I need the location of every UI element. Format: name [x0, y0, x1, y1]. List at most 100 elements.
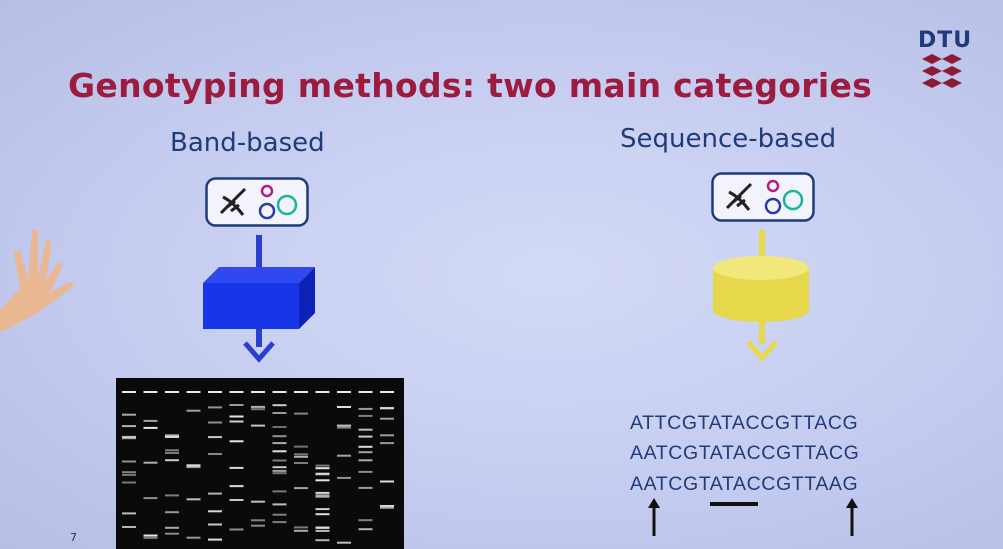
gel-band: [165, 436, 179, 438]
gel-band: [315, 464, 330, 467]
gel-well: [337, 391, 351, 393]
gel-band: [143, 536, 158, 539]
gel-band: [143, 497, 158, 500]
dna-cells-icon: [711, 172, 815, 222]
gel-band: [122, 512, 136, 515]
gel-band: [208, 523, 222, 526]
gel-band: [208, 406, 222, 409]
gel-well: [294, 391, 308, 393]
up-arrow-icon: [846, 498, 858, 536]
gel-band: [122, 526, 136, 528]
gel-band: [380, 506, 394, 509]
gel-band: [272, 459, 287, 462]
gel-band: [143, 461, 158, 464]
gel-band: [337, 454, 351, 457]
gel-band: [294, 487, 308, 490]
gel-band: [315, 491, 330, 494]
gel-band: [294, 445, 308, 448]
gel-electrophoresis-image: [116, 378, 404, 549]
gel-band: [165, 532, 179, 535]
page-number: 7: [70, 531, 77, 544]
gel-band: [358, 528, 373, 531]
gel-band: [315, 495, 330, 498]
gel-band: [315, 473, 330, 476]
gel-well: [315, 391, 330, 393]
gel-band: [315, 529, 330, 532]
gel-band: [208, 453, 222, 455]
gel-band: [143, 426, 158, 429]
gel-band: [337, 476, 351, 479]
gel-well: [272, 391, 287, 393]
gel-band: [337, 541, 351, 544]
gel-band: [122, 425, 136, 428]
gel-band: [272, 469, 287, 472]
gel-band: [251, 424, 265, 427]
gel-well: [143, 391, 158, 393]
gel-band: [143, 419, 158, 422]
gel-band: [294, 412, 308, 415]
gel-band: [122, 460, 136, 463]
gel-band: [358, 414, 373, 417]
gel-band: [272, 521, 287, 524]
gel-band: [315, 494, 330, 497]
gel-well: [165, 391, 179, 393]
gel-band: [229, 415, 244, 418]
gel-band: [143, 534, 158, 537]
gel-band: [272, 426, 287, 428]
sequence-markers: [648, 498, 858, 536]
gel-well: [251, 391, 265, 393]
region-underline: [710, 502, 758, 506]
gel-band: [294, 529, 308, 532]
gel-band: [165, 494, 179, 497]
dtu-logo: DTU: [918, 28, 973, 97]
gel-well: [229, 391, 244, 393]
gel-band: [294, 462, 308, 464]
gel-band: [165, 526, 179, 529]
gel-band: [380, 480, 394, 483]
gel-band: [186, 464, 201, 467]
gel-band: [229, 499, 244, 501]
gel-band: [380, 407, 394, 410]
gel-band: [272, 466, 287, 469]
gel-band: [122, 413, 136, 416]
band-process-flow: [203, 235, 315, 363]
presenter-hand: [0, 230, 74, 332]
gel-band: [380, 417, 394, 420]
dna-sequence-1: ATTCGTATACCGTTACG: [630, 412, 859, 434]
gel-band: [165, 459, 179, 462]
gel-band: [251, 519, 265, 522]
gel-band: [358, 486, 373, 489]
gel-band: [122, 481, 136, 484]
gel-band: [272, 490, 287, 493]
gel-band: [358, 459, 373, 462]
gel-well: [186, 391, 201, 393]
gel-band: [337, 426, 351, 429]
gel-band: [380, 442, 394, 445]
gel-band: [229, 485, 244, 488]
gel-band: [315, 539, 330, 542]
gel-band: [272, 412, 287, 414]
gel-band: [294, 453, 308, 456]
gel-band: [337, 424, 351, 427]
gel-band: [251, 405, 265, 408]
gel-band: [251, 500, 265, 503]
band-based-heading: Band-based: [170, 128, 325, 158]
dna-cells-icon: [205, 177, 309, 227]
gel-band: [358, 428, 373, 431]
gel-band: [272, 503, 287, 506]
logo-text: DTU: [918, 28, 973, 53]
gel-band: [208, 492, 222, 495]
slide-title: Genotyping methods: two main categories: [68, 66, 873, 105]
gel-well: [122, 391, 136, 393]
gel-band: [315, 467, 330, 470]
gel-band: [315, 513, 330, 516]
gel-band: [165, 434, 179, 437]
gel-band: [294, 455, 308, 458]
gel-band: [186, 409, 201, 412]
gel-band: [358, 470, 373, 473]
up-arrow-icon: [648, 498, 660, 536]
gel-well: [208, 391, 222, 393]
gel-band: [294, 526, 308, 529]
dna-sequence-2: AATCGTATACCGTTACG: [630, 442, 860, 464]
gel-band: [315, 526, 330, 529]
